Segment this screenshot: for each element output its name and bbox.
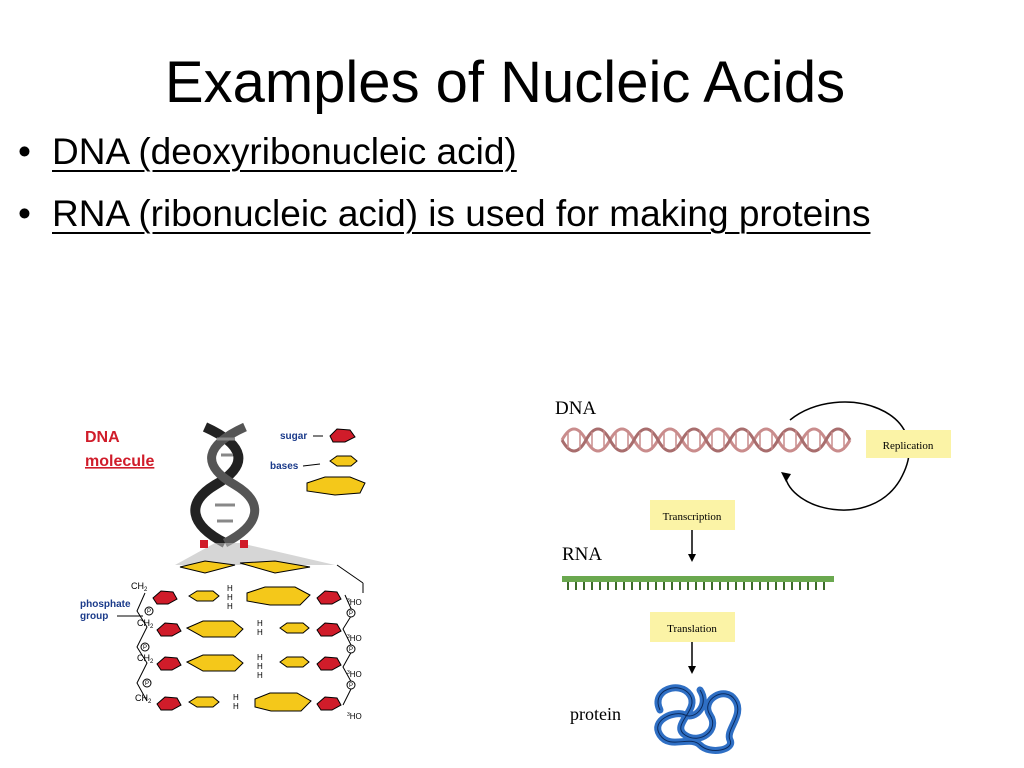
h-bond-label: H bbox=[233, 693, 239, 702]
h-bond-label: H bbox=[227, 602, 233, 611]
h-bond-label: H bbox=[227, 584, 233, 593]
svg-text:CH2: CH2 bbox=[131, 581, 148, 593]
central-dogma-figure: DNA Replication Transcription RNA bbox=[555, 398, 951, 754]
phosphate-icon: P bbox=[147, 609, 151, 615]
base-icon bbox=[329, 455, 358, 467]
protein-label: protein bbox=[570, 704, 621, 724]
rna-strand-icon bbox=[562, 576, 834, 590]
bullet-dot-icon: • bbox=[18, 193, 31, 234]
slide-title: Examples of Nucleic Acids bbox=[164, 50, 846, 115]
sugar-icon bbox=[329, 428, 356, 443]
protein-icon bbox=[654, 684, 742, 754]
svg-text:3HO: 3HO bbox=[347, 634, 362, 643]
svg-text:3HO: 3HO bbox=[347, 598, 362, 607]
h-bond-label: H bbox=[233, 702, 239, 711]
phosphate-icon: P bbox=[349, 647, 353, 653]
svg-text:CH2: CH2 bbox=[137, 653, 154, 665]
rung-row bbox=[152, 586, 342, 606]
rung-row bbox=[156, 620, 342, 638]
bullet-rna: • RNA (ribonucleic acid) is used for mak… bbox=[18, 190, 918, 238]
dna-title-line1: DNA bbox=[85, 429, 120, 446]
double-helix-icon bbox=[175, 422, 335, 574]
ho-label: HO bbox=[350, 670, 362, 679]
svg-text:3HO: 3HO bbox=[347, 712, 362, 721]
svg-text:3HO: 3HO bbox=[347, 670, 362, 679]
svg-text:CH2: CH2 bbox=[135, 693, 152, 705]
dna-label: DNA bbox=[555, 398, 596, 419]
ho-label: HO bbox=[350, 598, 362, 607]
h-bond-label: H bbox=[257, 662, 263, 671]
rna-label: RNA bbox=[562, 544, 602, 565]
dna-helix-icon bbox=[560, 427, 852, 453]
phosphate-label-line1: phosphate bbox=[80, 599, 131, 610]
bullet-list: • DNA (deoxyribonucleic acid) • RNA (rib… bbox=[18, 128, 918, 252]
phosphate-label-line2: group bbox=[80, 611, 108, 622]
rung-row bbox=[156, 692, 342, 712]
bullet-dna: • DNA (deoxyribonucleic acid) bbox=[18, 128, 918, 176]
h-bond-label: H bbox=[227, 593, 233, 602]
phosphate-icon: P bbox=[145, 681, 149, 687]
translation-box bbox=[650, 612, 735, 642]
base-large-icon bbox=[306, 476, 366, 496]
ch2-label: CH bbox=[137, 618, 150, 628]
phosphate-icon: P bbox=[349, 683, 353, 689]
ch2-label: CH bbox=[135, 693, 148, 703]
replication-label: Replication bbox=[883, 440, 934, 452]
transcription-label: Transcription bbox=[663, 511, 722, 523]
replication-box bbox=[866, 430, 951, 458]
dna-title-line2: molecule bbox=[85, 453, 154, 470]
transcription-box bbox=[650, 500, 735, 530]
h-bond-label: H bbox=[257, 619, 263, 628]
dna-molecule-figure: DNA molecule sugar bases phosphate group bbox=[80, 422, 366, 721]
bullet-rna-text[interactable]: RNA (ribonucleic acid) is used for makin… bbox=[52, 193, 871, 234]
sugar-label: sugar bbox=[280, 431, 307, 442]
phosphate-icon: P bbox=[143, 645, 147, 651]
ch2-label: CH bbox=[131, 581, 144, 591]
bullet-dot-icon: • bbox=[18, 131, 31, 172]
ch2-label: CH bbox=[137, 653, 150, 663]
bullet-dna-text[interactable]: DNA (deoxyribonucleic acid) bbox=[52, 131, 517, 172]
replication-arrow-icon bbox=[784, 401, 910, 511]
phosphate-icon: P bbox=[349, 611, 353, 617]
ho-label: HO bbox=[350, 712, 362, 721]
ho-label: HO bbox=[350, 634, 362, 643]
h-bond-label: H bbox=[257, 653, 263, 662]
svg-text:CH2: CH2 bbox=[137, 618, 154, 630]
h-bond-label: H bbox=[257, 671, 263, 680]
rung-row bbox=[156, 654, 342, 672]
h-bond-label: H bbox=[257, 628, 263, 637]
translation-label: Translation bbox=[667, 623, 717, 635]
bases-label: bases bbox=[270, 461, 299, 472]
